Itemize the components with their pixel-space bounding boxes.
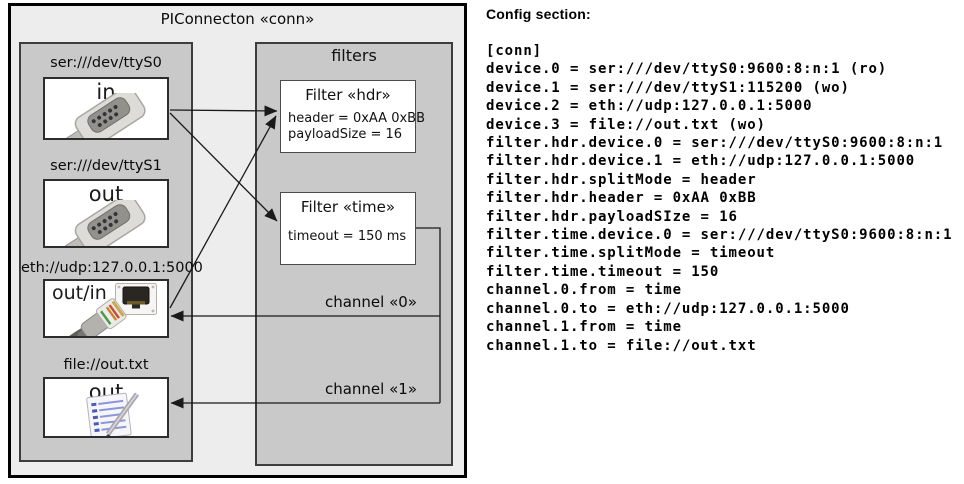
device-box-ttys1: out [43, 179, 169, 248]
config-section: Config section: [conn] device.0 = ser:///… [486, 6, 962, 355]
config-line: filter.hdr.splitMode = header [486, 171, 757, 188]
config-line: device.0 = ser:///dev/ttyS0:9600:8:n:1 (… [486, 61, 888, 78]
device-box-ttys0: in [43, 77, 169, 140]
config-line: device.1 = ser:///dev/ttyS1:115200 (wo) [486, 79, 850, 96]
devices-panel: ser:///dev/ttyS0 in [19, 42, 203, 462]
piconnecton-frame: PIConnecton «conn» ser:///dev/ttyS0 in [8, 3, 467, 478]
config-line: channel.0.to = eth://udp:127.0.0.1:5000 [486, 300, 850, 317]
config-body: [conn] device.0 = ser:///dev/ttyS0:9600:8… [486, 42, 962, 355]
device-label-file: file://out.txt [63, 357, 149, 373]
config-line: filter.hdr.device.1 = eth://udp:127.0.0.… [486, 153, 916, 170]
config-heading: Config section: [486, 6, 591, 22]
filter-hdr-title: Filter «hdr» [305, 86, 391, 104]
device-label-ttys0: ser:///dev/ttyS0 [50, 55, 162, 71]
filter-box-hdr: Filter «hdr» header = 0xAA 0xBB payloadS… [280, 80, 426, 153]
filter-hdr-property: header = 0xAA 0xBB [288, 111, 426, 126]
config-line: filter.time.splitMode = timeout [486, 245, 776, 262]
channel-0-label: channel «0» [324, 293, 417, 311]
config-line: device.3 = file://out.txt (wo) [486, 116, 766, 133]
filters-title: filters [331, 46, 377, 65]
device-box-file: out [43, 377, 169, 438]
config-line: filter.hdr.device.0 = ser:///dev/ttyS0:9… [486, 135, 944, 152]
filter-time-property: timeout = 150 ms [288, 229, 407, 244]
ethernet-jack-icon [115, 283, 157, 315]
config-line: filter.hdr.payloadSIze = 16 [486, 208, 738, 225]
config-line: channel.1.from = time [486, 319, 682, 336]
filter-box-time: Filter «time» timeout = 150 ms [280, 192, 416, 265]
channel-1-label: channel «1» [324, 380, 417, 398]
config-line: filter.hdr.header = 0xAA 0xBB [486, 190, 757, 207]
diagram-title: PIConnecton «conn» [160, 10, 315, 28]
serial-db9-icon [63, 200, 146, 246]
filter-time-title: Filter «time» [300, 198, 396, 216]
ethernet-plug-icon [69, 298, 127, 336]
device-box-eth: out/in [43, 279, 169, 338]
config-line: filter.time.timeout = 150 [486, 263, 720, 280]
serial-db9-icon [63, 93, 146, 138]
device-label-ttys1: ser:///dev/ttyS1 [50, 158, 162, 174]
port-label: out/in [52, 282, 107, 304]
config-line: device.2 = eth://udp:127.0.0.1:5000 [486, 98, 813, 115]
notepad-icon [86, 392, 140, 436]
device-label-eth: eth://udp:127.0.0.1:5000 [21, 260, 203, 276]
config-line: channel.0.from = time [486, 282, 682, 299]
config-line: filter.time.device.0 = ser:///dev/ttyS0:… [486, 227, 953, 244]
config-line: channel.1.to = file://out.txt [486, 337, 757, 354]
filters-panel: filters Filter «hdr» header = 0xAA 0xBB … [255, 42, 453, 466]
filter-hdr-property: payloadSize = 16 [288, 127, 403, 142]
config-line: [conn] [486, 43, 542, 59]
